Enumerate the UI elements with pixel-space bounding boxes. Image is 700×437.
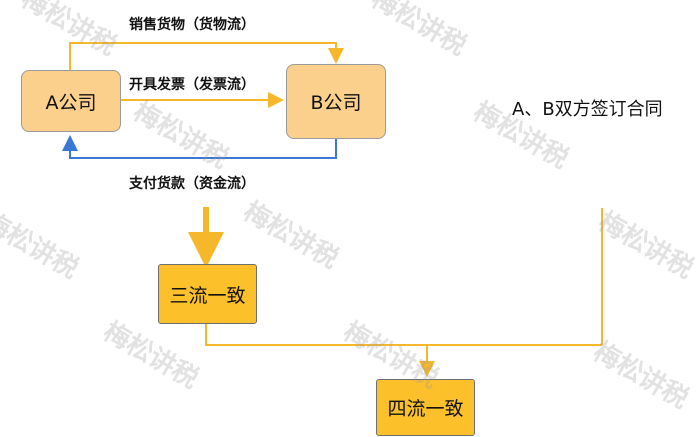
four-flows-label: 四流一致 (387, 398, 464, 420)
four-flows-box: 四流一致 (376, 379, 475, 436)
three-flows-box: 三流一致 (158, 264, 257, 324)
three-flows-label: 三流一致 (169, 284, 246, 307)
goods-flow-label: 销售货物（货物流） (129, 17, 255, 33)
payment-flow-arrow (62, 135, 337, 159)
merge-line-left (205, 322, 602, 346)
company-b-label: B公司 (310, 92, 362, 114)
company-b-box: B公司 (286, 64, 386, 139)
company-a-box: A公司 (21, 70, 121, 132)
goods-flow-arrow (69, 42, 344, 70)
invoice-flow-label: 开具发票（发票流） (129, 77, 255, 93)
company-a-label: A公司 (45, 91, 97, 114)
payment-flow-label: 支付货款（资金流） (129, 176, 255, 192)
contract-note: A、B双方签订合同 (512, 99, 663, 120)
